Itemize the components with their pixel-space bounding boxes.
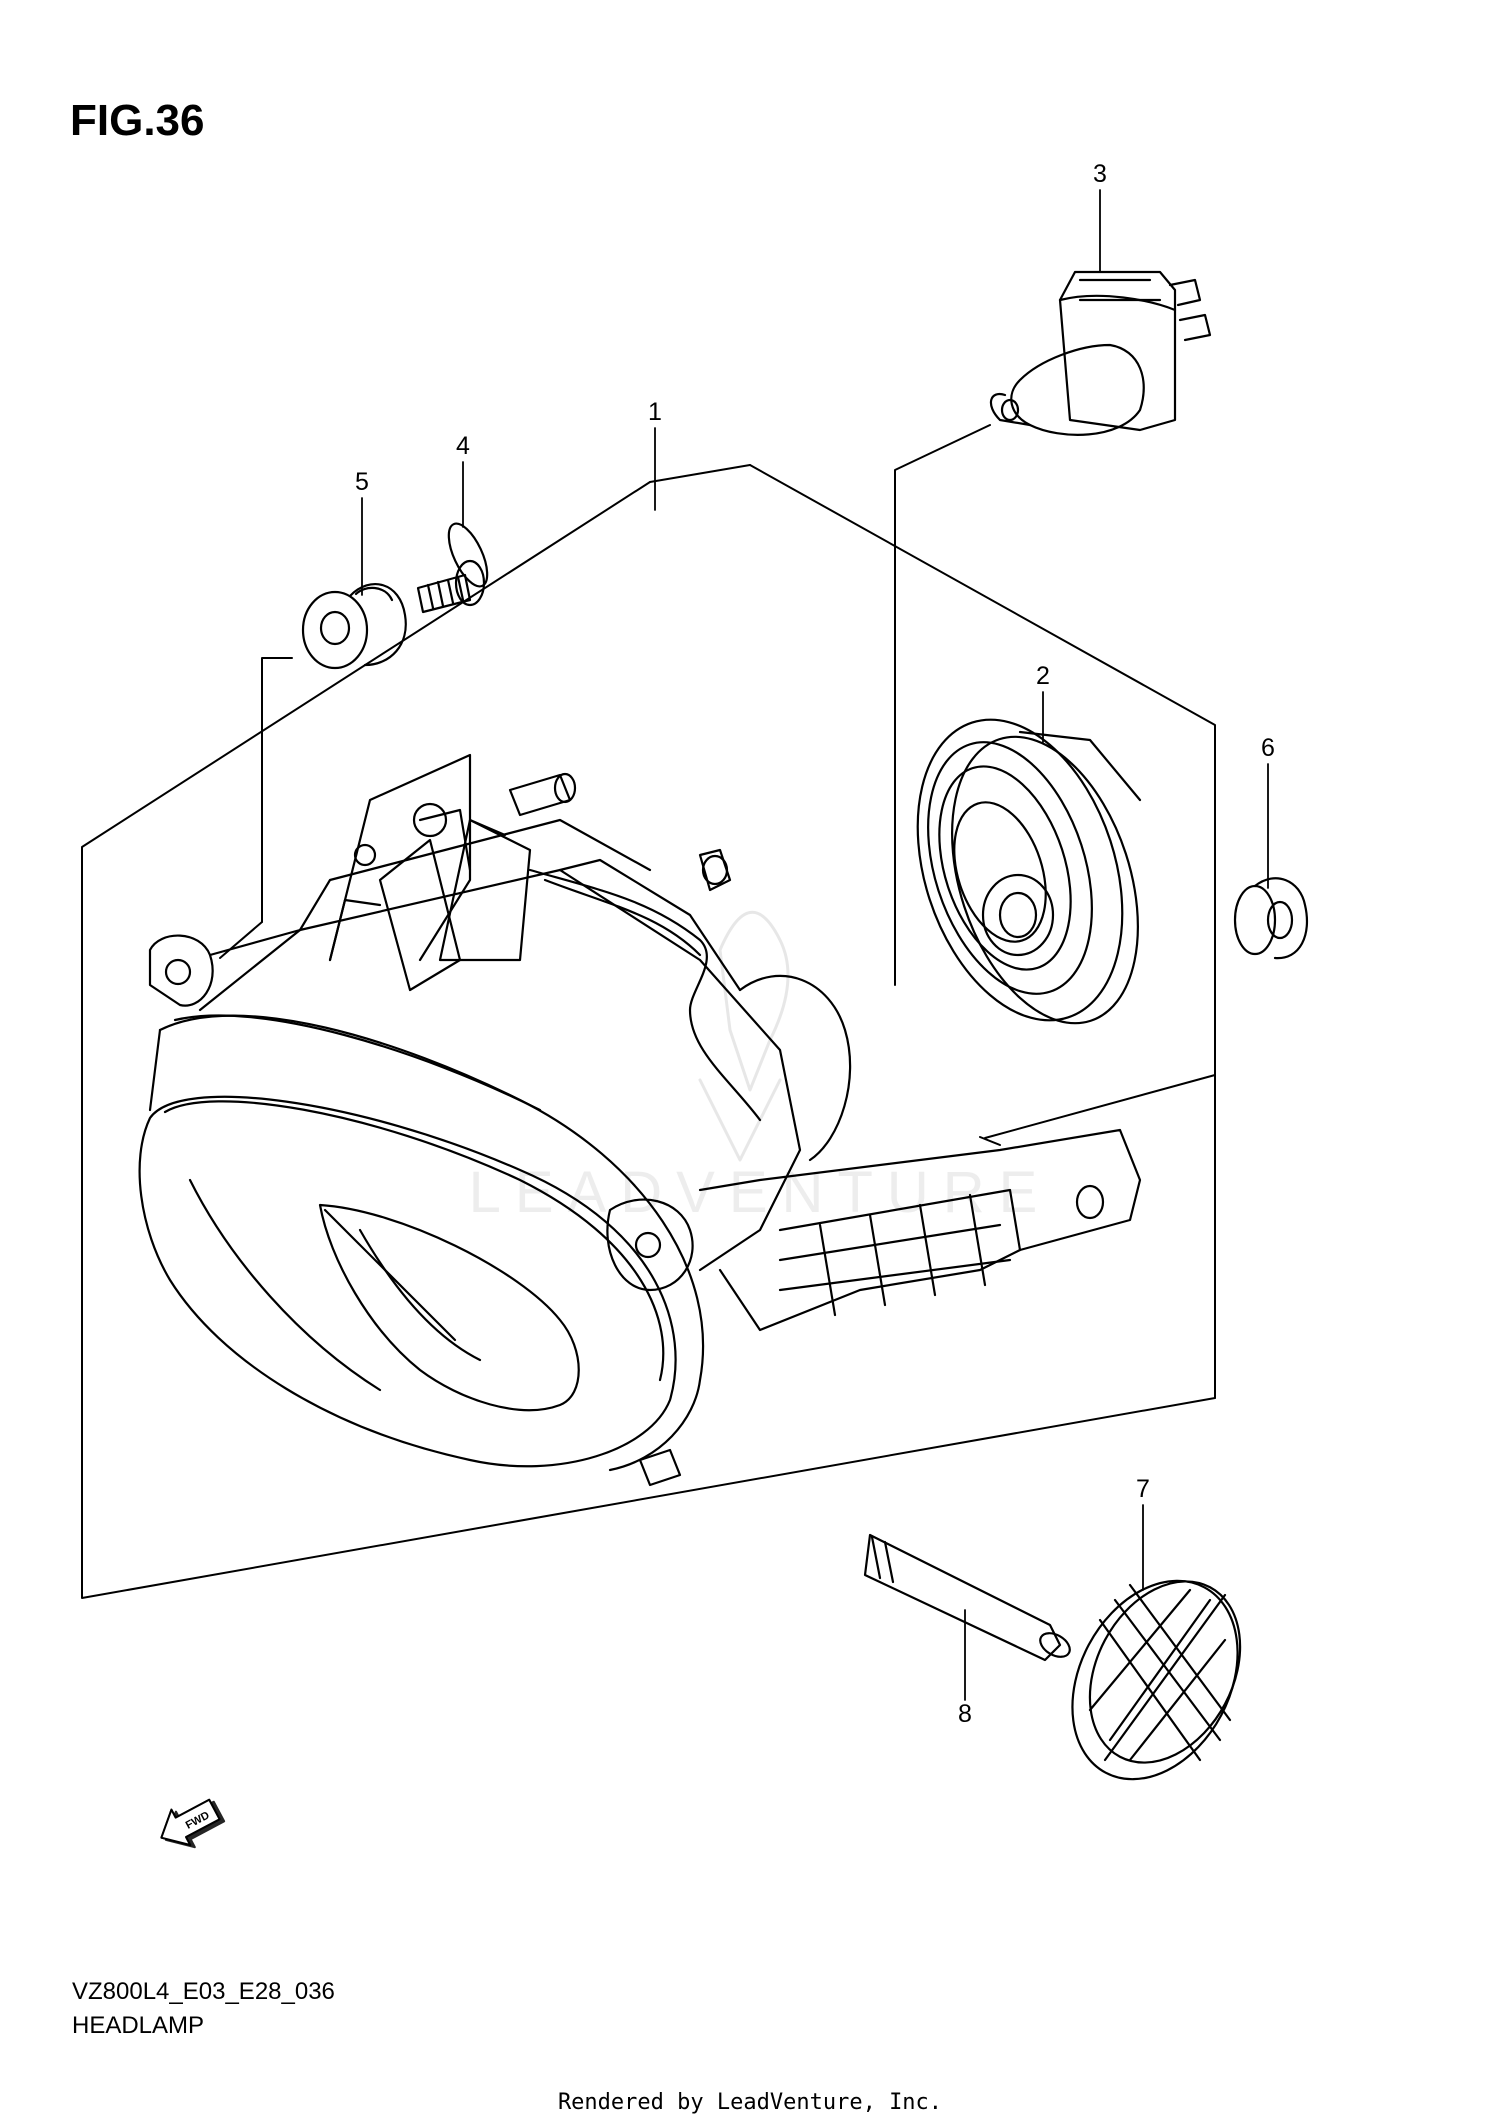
footer-credit: Rendered by LeadVenture, Inc.: [557, 2090, 943, 2115]
callout-8: 8: [958, 1700, 972, 1728]
callout-labels: 1 2 3 4 5 6 7 8: [355, 160, 1275, 1728]
part-6-grommet: [1233, 877, 1309, 960]
part-7-reflector-disc: [1071, 1579, 1242, 1781]
fwd-arrow-icon: FWD: [160, 1798, 226, 1849]
section-name-label: HEADLAMP: [72, 2012, 205, 2039]
callout-6: 6: [1261, 734, 1275, 762]
assembly-outline: [81, 424, 1216, 1599]
model-code-label: VZ800L4_E03_E28_036: [72, 1978, 335, 2005]
watermark-logo: LEADVENTURE: [469, 910, 1052, 1225]
part-8-stud: [863, 1533, 1071, 1662]
callout-leaders: [361, 189, 1269, 1701]
callout-5: 5: [355, 468, 369, 496]
callout-3: 3: [1093, 160, 1107, 188]
callout-4: 4: [456, 432, 470, 460]
part-5-grommet: [301, 583, 407, 670]
watermark-text: LEADVENTURE: [469, 1160, 1052, 1225]
headlamp-housing: [138, 753, 1142, 1487]
callout-1: 1: [648, 398, 662, 426]
part-2-reflector-ring: [916, 718, 1142, 1025]
callout-2: 2: [1036, 662, 1050, 690]
figure-title: FIG.36: [70, 96, 205, 145]
part-4-screw-washer: [416, 522, 489, 614]
part-3-bulb: [989, 270, 1212, 436]
callout-7: 7: [1136, 1475, 1150, 1503]
